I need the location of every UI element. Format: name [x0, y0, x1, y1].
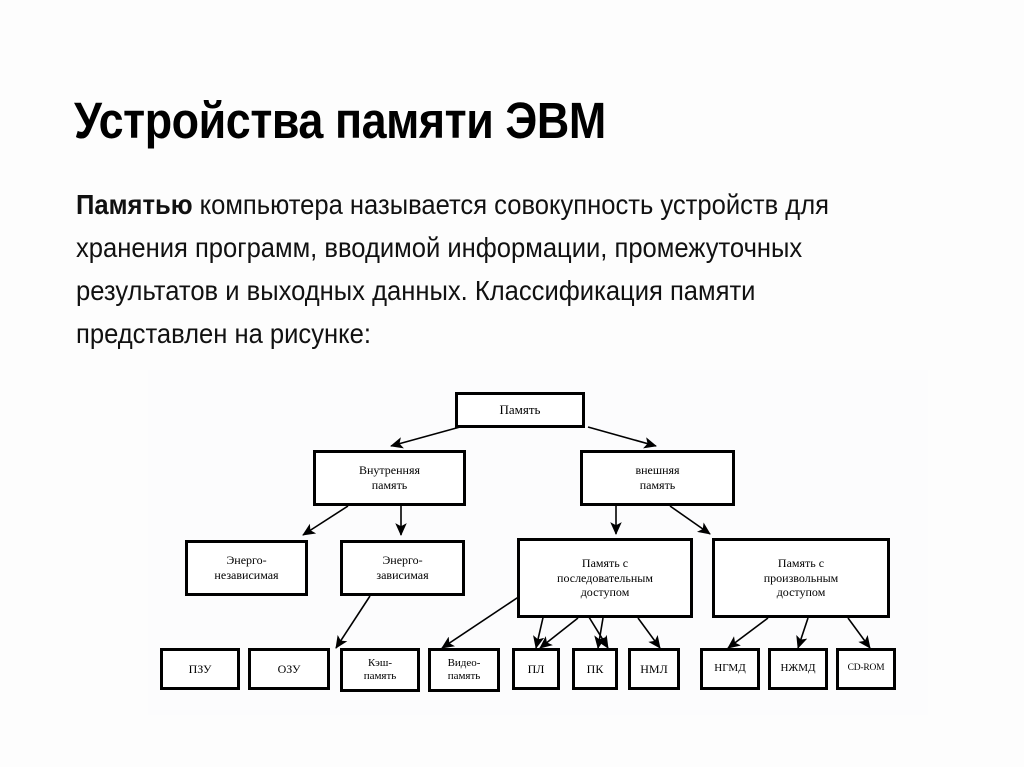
diagram-node-pl[interactable]: ПЛ	[512, 648, 560, 690]
diagram-node-sequential-access[interactable]: Память с последовательным доступом	[517, 538, 693, 618]
diagram-node-ram[interactable]: ОЗУ	[248, 648, 330, 690]
diagram-node-external-memory-label: внешняя память	[635, 463, 680, 492]
diagram-node-volatile[interactable]: Энерго- зависимая	[340, 540, 465, 596]
diagram-connectors	[302, 426, 871, 649]
diagram-node-volatile-label: Энерго- зависимая	[376, 553, 429, 582]
diagram-node-video-memory-label: Видео- память	[447, 656, 481, 682]
diagram-node-random-access[interactable]: Память с произвольным доступом	[712, 538, 890, 618]
diagram-node-cache-memory-label: Кэш- память	[363, 656, 397, 682]
diagram-node-sequential-access-label: Память с последовательным доступом	[557, 556, 653, 600]
body-rest-text: компьютера называется совокупность устро…	[76, 188, 829, 349]
diagram-node-nml-label: НМЛ	[640, 661, 668, 676]
diagram-node-cache-memory[interactable]: Кэш- память	[340, 648, 420, 692]
diagram-node-ram-label: ОЗУ	[277, 661, 301, 676]
diagram-node-nml[interactable]: НМЛ	[628, 648, 680, 690]
diagram-node-rom-label: ПЗУ	[188, 661, 212, 676]
diagram-node-cdrom[interactable]: CD-ROM	[836, 648, 896, 690]
diagram-node-pl-label: ПЛ	[527, 661, 545, 676]
diagram-node-nzhmd-label: НЖМД	[780, 662, 816, 675]
diagram-node-external-memory[interactable]: внешняя память	[580, 450, 735, 506]
diagram-node-internal-memory-label: Внутренняя память	[358, 463, 421, 492]
diagram-node-pk-label: ПК	[586, 661, 604, 676]
diagram-node-nonvolatile[interactable]: Энерго- независимая	[185, 540, 308, 596]
memory-classification-diagram: Память Внутренняя память внешняя память …	[148, 370, 928, 715]
diagram-node-video-memory[interactable]: Видео- память	[428, 648, 500, 692]
diagram-node-root-label: Память	[499, 402, 541, 418]
diagram-node-cdrom-label: CD-ROM	[847, 663, 885, 674]
diagram-node-random-access-label: Память с произвольным доступом	[763, 556, 839, 600]
diagram-node-ngmd[interactable]: НГМД	[700, 648, 760, 690]
diagram-node-ngmd-label: НГМД	[714, 662, 746, 675]
diagram-node-root[interactable]: Память	[455, 392, 585, 428]
body-paragraph: Памятью компьютера называется совокупнос…	[76, 183, 894, 355]
diagram-node-nonvolatile-label: Энерго- независимая	[214, 553, 279, 582]
diagram-node-rom[interactable]: ПЗУ	[160, 648, 240, 690]
diagram-node-pk[interactable]: ПК	[572, 648, 618, 690]
body-lead-term: Памятью	[76, 188, 193, 220]
page-title: Устройства памяти ЭВМ	[74, 92, 606, 150]
diagram-node-internal-memory[interactable]: Внутренняя память	[313, 450, 466, 506]
diagram-node-nzhmd[interactable]: НЖМД	[768, 648, 828, 690]
